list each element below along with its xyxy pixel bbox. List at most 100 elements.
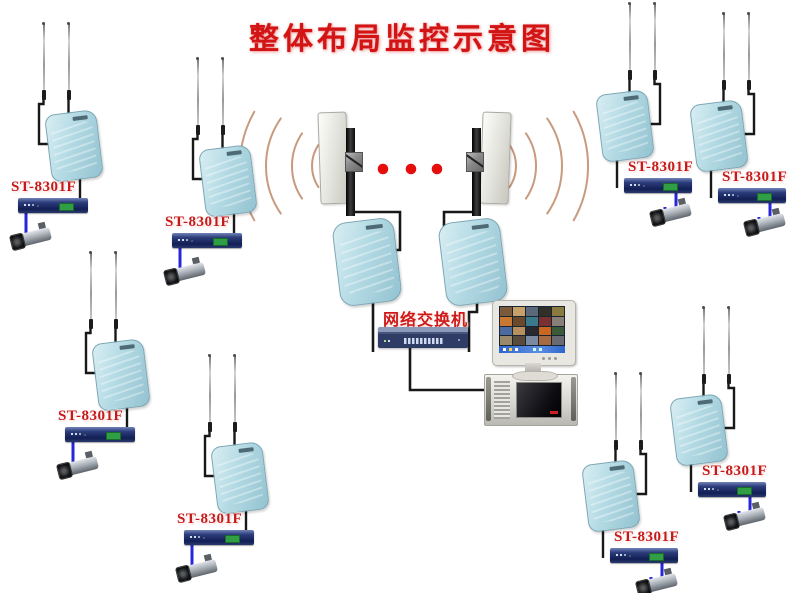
- ellipsis-dots: [377, 163, 443, 175]
- camera-feed-thumb: [526, 326, 538, 336]
- sector-antenna-panel: [479, 111, 512, 205]
- camera-feed-thumb: [526, 336, 538, 345]
- wireless-panel: [581, 459, 641, 533]
- camera-body: [179, 558, 219, 581]
- remote-unit: ST-8301F: [10, 22, 135, 264]
- camera-feed-thumb: [513, 336, 525, 345]
- remote-unit: ST-8301F: [646, 306, 771, 548]
- antenna-icon: [40, 22, 47, 102]
- cctv-camera: [57, 453, 103, 483]
- mount-bracket: [345, 152, 363, 172]
- device-model-label: ST-8301F: [702, 463, 768, 479]
- camera-feed-thumb: [552, 307, 564, 316]
- page-title: 整体布局监控示意图: [249, 23, 555, 56]
- camera-feed-thumb: [539, 326, 551, 336]
- remote-unit: ST-8301F: [176, 354, 301, 593]
- wireless-bridge-panel: [331, 216, 403, 308]
- device-model-label: ST-8301F: [614, 529, 680, 545]
- receiver-box: [65, 427, 135, 442]
- cctv-camera: [176, 556, 222, 586]
- receiver-box: [18, 198, 88, 213]
- device-model-label: ST-8301F: [58, 408, 124, 424]
- camera-feed-thumb: [539, 316, 551, 326]
- server-rail: [486, 377, 491, 421]
- ellipsis-dot: [377, 163, 389, 175]
- camera-feed-thumb: [500, 336, 512, 345]
- remote-unit: ST-8301F: [57, 251, 182, 493]
- wireless-bridge-panel: [437, 216, 509, 308]
- camera-feed-thumb: [552, 326, 564, 336]
- remote-unit: ST-8301F: [164, 57, 289, 299]
- monitor-base: [512, 371, 558, 381]
- antenna-icon: [194, 57, 201, 137]
- wireless-panel: [91, 338, 151, 412]
- ellipsis-dot: [405, 163, 417, 175]
- network-switch: [378, 327, 468, 348]
- antenna-icon: [637, 372, 644, 452]
- radio-waves-right-icon: [508, 110, 590, 222]
- device-model-label: ST-8301F: [165, 214, 231, 230]
- antenna-icon: [231, 354, 238, 434]
- camera-feed-thumb: [539, 307, 551, 316]
- remote-unit: ST-8301F: [666, 12, 788, 254]
- camera-feed-thumb: [513, 307, 525, 316]
- device-model-label: ST-8301F: [722, 169, 788, 185]
- camera-body: [747, 212, 787, 235]
- antenna-icon: [725, 306, 732, 386]
- wireless-panel: [689, 99, 749, 173]
- camera-body: [639, 572, 679, 593]
- camera-body: [727, 506, 767, 529]
- antenna-icon: [612, 372, 619, 452]
- camera-feed-thumb: [500, 326, 512, 336]
- wireless-panel: [210, 441, 270, 515]
- surveillance-grid-screen: [499, 306, 565, 346]
- cctv-camera: [724, 504, 770, 534]
- device-model-label: ST-8301F: [11, 179, 77, 195]
- camera-feed-thumb: [526, 307, 538, 316]
- cctv-camera: [10, 224, 56, 254]
- receiver-box: [184, 530, 254, 545]
- antenna-icon: [745, 12, 752, 92]
- camera-feed-thumb: [513, 316, 525, 326]
- camera-feed-thumb: [513, 326, 525, 336]
- camera-feed-thumb: [500, 307, 512, 316]
- antenna-icon: [700, 306, 707, 386]
- screen-toolbar: [499, 346, 565, 353]
- mount-bracket: [466, 152, 484, 172]
- camera-feed-thumb: [526, 316, 538, 326]
- camera-feed-thumb: [500, 316, 512, 326]
- receiver-box: [698, 482, 766, 497]
- receiver-box: [172, 233, 242, 248]
- server-vents: [494, 381, 510, 419]
- mount-pole: [346, 128, 355, 216]
- antenna-icon: [219, 57, 226, 137]
- wireless-panel: [44, 109, 104, 183]
- camera-body: [60, 455, 100, 478]
- device-model-label: ST-8301F: [628, 159, 694, 175]
- antenna-icon: [626, 2, 633, 82]
- server-tower: [484, 374, 578, 426]
- monitor-buttons: [542, 357, 545, 360]
- remote-unit: ST-8301F: [572, 2, 697, 244]
- remote-unit: ST-8301F: [558, 372, 683, 593]
- receiver-box: [610, 548, 678, 563]
- receiver-box: [624, 178, 692, 193]
- antenna-icon: [651, 2, 658, 82]
- device-model-label: ST-8301F: [177, 511, 243, 527]
- antenna-icon: [720, 12, 727, 92]
- ellipsis-dot: [431, 163, 443, 175]
- antenna-icon: [87, 251, 94, 331]
- cctv-camera: [636, 570, 682, 593]
- wireless-panel: [198, 144, 258, 218]
- mount-pole: [472, 128, 481, 216]
- camera-feed-thumb: [539, 336, 551, 345]
- camera-feed-thumb: [552, 316, 564, 326]
- monitor: [492, 300, 580, 381]
- receiver-box: [718, 188, 786, 203]
- camera-feed-thumb: [552, 336, 564, 345]
- server-front-window: [516, 382, 562, 418]
- server-rail: [571, 377, 576, 421]
- antenna-icon: [206, 354, 213, 434]
